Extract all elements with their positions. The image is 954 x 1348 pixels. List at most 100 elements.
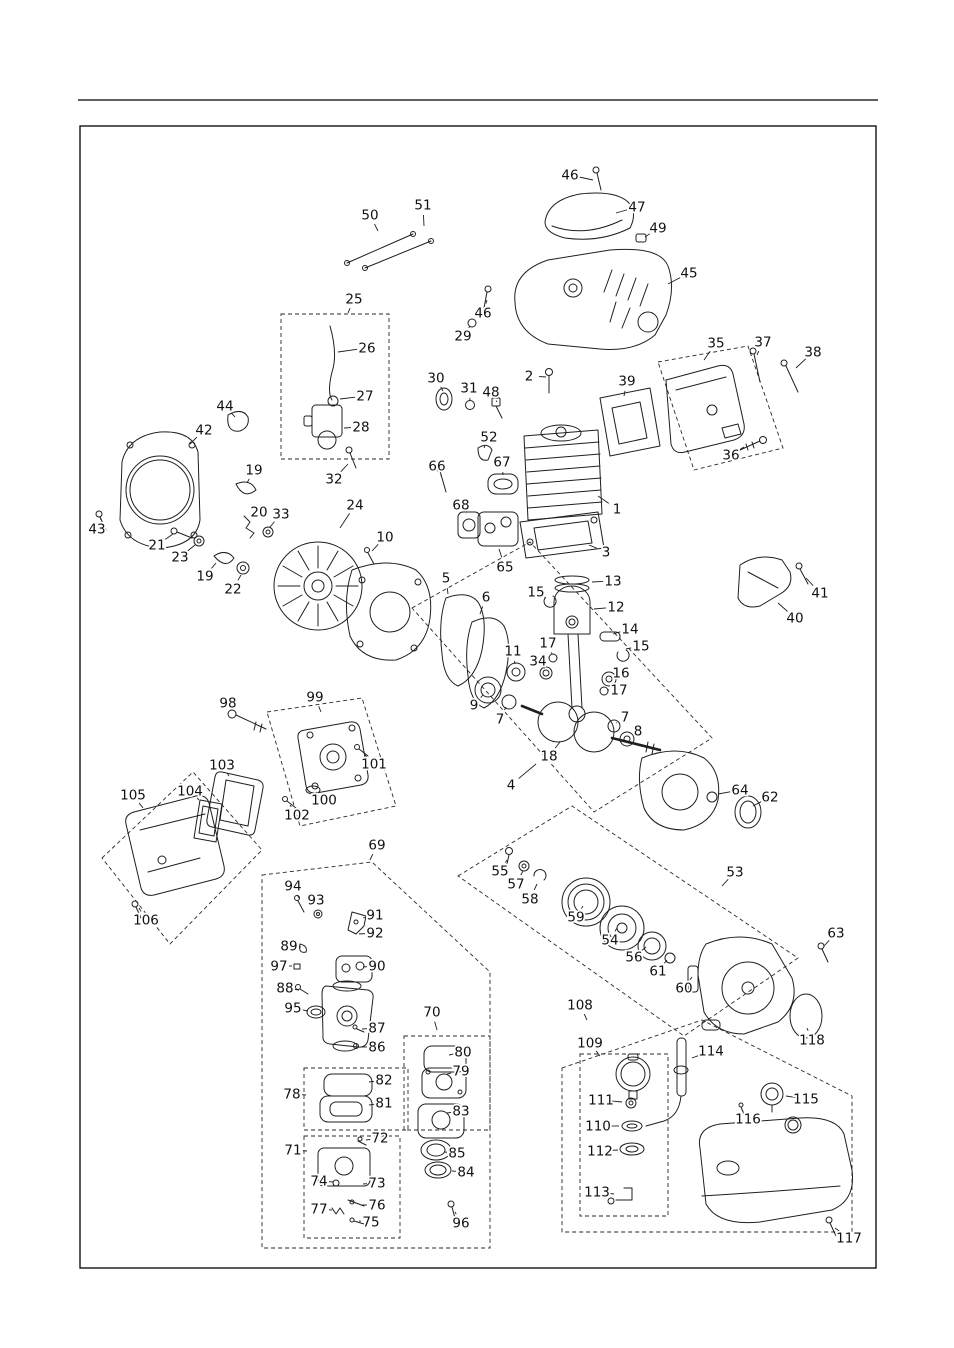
leader-line-99 — [318, 706, 322, 713]
leader-line-72 — [365, 1138, 371, 1141]
callout-39: 39 — [618, 374, 635, 390]
leader-line-9 — [480, 694, 484, 698]
group-box-gauge-109 — [579, 1053, 669, 1217]
callout-86: 86 — [368, 1040, 385, 1056]
callout-43: 43 — [88, 522, 105, 538]
crankcase-half-right-64 — [638, 750, 720, 831]
leader-line-19 — [211, 562, 217, 569]
callout-40: 40 — [786, 611, 803, 627]
callout-55: 55 — [491, 864, 508, 880]
callout-102: 102 — [284, 808, 310, 824]
group-box-cover-99 — [266, 697, 397, 827]
leader-line-15 — [544, 596, 547, 599]
muffler-35 — [665, 364, 745, 454]
callout-85: 85 — [448, 1146, 465, 1162]
leader-line-6 — [479, 606, 484, 615]
gasket-104 — [193, 799, 223, 843]
leader-line-58 — [533, 883, 538, 891]
group-box-pump-70 — [403, 1035, 491, 1131]
callout-46: 46 — [474, 306, 491, 322]
callout-18: 18 — [540, 749, 557, 765]
callout-13: 13 — [604, 574, 621, 590]
screw-46-top — [592, 166, 602, 191]
callout-70: 70 — [423, 1005, 440, 1021]
leader-line-65 — [498, 548, 503, 558]
callout-95: 95 — [284, 1001, 301, 1017]
callout-66: 66 — [428, 459, 445, 475]
leader-line-52 — [483, 445, 486, 449]
callout-5: 5 — [442, 571, 451, 587]
callout-68: 68 — [452, 498, 469, 514]
group-boxes — [101, 313, 853, 1249]
callout-45: 45 — [680, 266, 697, 282]
callout-19: 19 — [196, 569, 213, 585]
group-box-metering-71 — [303, 1135, 401, 1239]
leader-line-32 — [340, 463, 349, 472]
gasket-plate-78 — [319, 1073, 373, 1123]
leader-line-48 — [495, 400, 498, 403]
callout-48: 48 — [482, 385, 499, 401]
ignition-coil-assy-25 — [303, 325, 357, 469]
callout-42: 42 — [195, 423, 212, 439]
callout-53: 53 — [726, 865, 743, 881]
callout-25: 25 — [345, 292, 362, 308]
callout-69: 69 — [368, 838, 385, 854]
seal-100 — [305, 785, 321, 795]
callout-29: 29 — [454, 329, 471, 345]
piston-group — [539, 575, 630, 723]
callout-105: 105 — [120, 788, 146, 804]
screw-96 — [447, 1200, 457, 1223]
leader-line-88 — [294, 988, 300, 991]
leader-line-118 — [806, 1027, 809, 1031]
callout-20: 20 — [250, 505, 267, 521]
callout-104: 104 — [177, 784, 203, 800]
callout-24: 24 — [346, 498, 363, 514]
starter-group-53 — [505, 847, 795, 1035]
leader-line-19 — [246, 478, 250, 484]
callout-7: 7 — [496, 712, 505, 728]
leader-line-103 — [226, 773, 230, 777]
figure-frame — [79, 125, 877, 1269]
clip-29 — [467, 318, 477, 328]
leader-line-94 — [297, 894, 300, 899]
leader-line-17 — [550, 652, 553, 655]
callout-65: 65 — [496, 560, 513, 576]
leader-line-42 — [189, 436, 198, 445]
callout-84: 84 — [457, 1165, 474, 1181]
leader-line-25 — [347, 308, 351, 314]
callout-77: 77 — [310, 1202, 327, 1218]
pin-102 — [282, 796, 297, 809]
muffler-105 — [125, 795, 225, 896]
leader-line-24 — [339, 513, 350, 529]
bracket-44 — [227, 411, 249, 432]
gasket-6 — [466, 617, 510, 709]
callout-115: 115 — [793, 1092, 819, 1108]
leader-line-95 — [302, 1009, 309, 1012]
screw-63 — [817, 942, 829, 963]
washer-7-left — [501, 694, 517, 710]
callout-92: 92 — [366, 926, 383, 942]
callout-1: 1 — [613, 502, 622, 518]
insulator-65 — [477, 511, 519, 547]
callout-110: 110 — [585, 1119, 611, 1135]
engine-cover-45 — [514, 248, 672, 350]
leader-line-108 — [583, 1013, 588, 1021]
bracket-52 — [477, 444, 493, 461]
bolt-98 — [227, 709, 267, 733]
leader-line-51 — [423, 214, 425, 227]
pump-plates-70 — [421, 1045, 467, 1099]
spark-plug-48 — [491, 397, 503, 419]
callout-23: 23 — [171, 550, 188, 566]
parts-layer — [95, 166, 854, 1237]
crankshaft-18 — [520, 701, 662, 755]
top-cover-47 — [544, 192, 634, 240]
callout-90: 90 — [368, 959, 385, 975]
callout-63: 63 — [827, 926, 844, 942]
callout-81: 81 — [375, 1096, 392, 1112]
callout-10: 10 — [376, 530, 393, 546]
leader-line-12 — [593, 607, 607, 610]
leader-line-117 — [834, 1227, 842, 1233]
callout-38: 38 — [804, 345, 821, 361]
leader-line-113 — [606, 1192, 615, 1195]
callout-7: 7 — [621, 710, 630, 726]
